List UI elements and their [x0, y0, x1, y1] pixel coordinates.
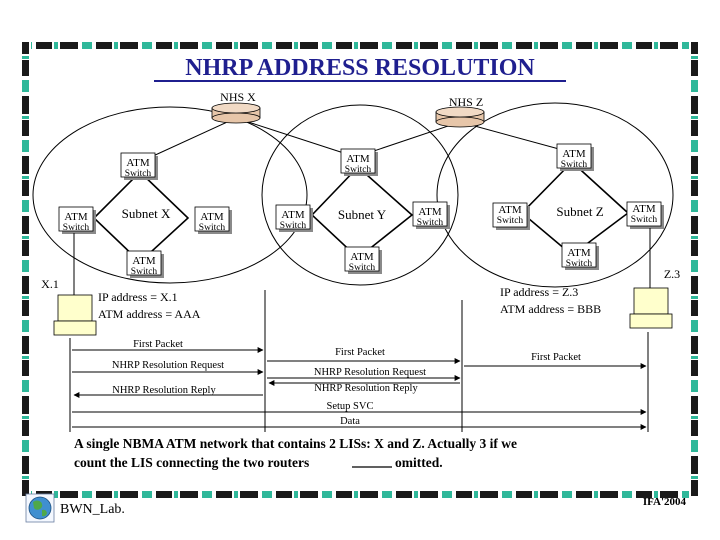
switch-label-line1: ATM [632, 203, 655, 215]
host-z3-icon [629, 287, 673, 329]
switch-label-line1: ATM [132, 255, 155, 267]
atm-switch-x-left: ATM Switch [58, 206, 96, 234]
switch-label-line1: ATM [64, 211, 87, 223]
atm-switch-x-right: ATM Switch [194, 206, 232, 234]
link-nhsx-switchy [235, 117, 357, 158]
switch-label-line2: Switch [417, 218, 444, 228]
atm-switch-z-top: ATM Switch [556, 143, 594, 171]
switch-label-line1: ATM [498, 204, 521, 216]
atm-switch-y-bottom: ATM Switch [344, 246, 382, 274]
subnet-z-circle [436, 102, 674, 288]
switch-label-line1: ATM [126, 157, 149, 169]
switch-label-line1: ATM [346, 153, 369, 165]
atm-switch-y-top: ATM Switch [340, 148, 378, 176]
title-underline [154, 80, 566, 82]
switch-label-line1: ATM [562, 148, 585, 160]
msg-data: Data [340, 416, 360, 427]
msg-first-packet-3: First Packet [531, 352, 581, 363]
switch-label-line2: Switch [561, 160, 588, 170]
page-title: NHRP ADDRESS RESOLUTION [185, 55, 535, 81]
msg-nhrp-reply-2: NHRP Resolution Reply [314, 383, 418, 394]
switch-label-line2: Switch [349, 263, 376, 273]
switch-label-line1: ATM [567, 247, 590, 259]
switch-label-line2: Switch [345, 165, 372, 175]
switch-label-line2: Switch [131, 267, 158, 277]
switch-label-line2: Switch [63, 223, 90, 233]
atm-switch-x-bottom: ATM Switch [126, 250, 164, 278]
host-z3-name: Z.3 [664, 267, 680, 281]
atm-switch-z-right: ATM Switch [626, 201, 664, 229]
atm-switch-z-bottom: ATM Switch [561, 242, 599, 270]
router-nhs-x-icon [211, 102, 261, 124]
host-z3-atm: ATM address = BBB [500, 302, 601, 316]
msg-nhrp-reply-1: NHRP Resolution Reply [112, 385, 216, 396]
switch-label-line2: Switch [125, 169, 152, 179]
subnet-x-label: Subnet X [122, 206, 171, 221]
link-nhsx-switch [139, 117, 237, 163]
footer-year: IFA'2004 [643, 496, 687, 508]
caption-line2-end: omitted. [395, 455, 443, 470]
host-x1-atm: ATM address = AAA [98, 307, 201, 321]
msg-first-packet-2: First Packet [335, 347, 385, 358]
host-x1-ip: IP address = X.1 [98, 290, 178, 304]
subnet-y-label: Subnet Y [338, 207, 387, 222]
atm-switch-y-right: ATM Switch [412, 201, 450, 229]
subnet-y-circle [261, 104, 459, 286]
switch-label-line1: ATM [281, 209, 304, 221]
subnet-x-circle [32, 106, 308, 284]
msg-first-packet-1: First Packet [133, 339, 183, 350]
host-z3-ip: IP address = Z.3 [500, 285, 578, 299]
switch-label-line2: Switch [280, 221, 307, 231]
link-nhsz-switch [459, 121, 571, 153]
slide-border [22, 42, 698, 498]
switch-label-line2: Switch [497, 216, 524, 226]
switch-label-line1: ATM [350, 251, 373, 263]
msg-nhrp-request-1: NHRP Resolution Request [112, 360, 224, 371]
host-x1-name: X.1 [41, 277, 59, 291]
footer-lab-name: BWN_Lab. [60, 502, 125, 517]
switch-label-line1: ATM [200, 211, 223, 223]
caption-line1: A single NBMA ATM network that contains … [74, 436, 517, 451]
router-nhs-z-label: NHS Z [449, 95, 483, 109]
host-x1-icon [53, 294, 97, 336]
msg-setup-svc: Setup SVC [327, 401, 374, 412]
msg-nhrp-request-2: NHRP Resolution Request [314, 367, 426, 378]
router-nhs-x-label: NHS X [220, 90, 256, 104]
atm-switch-z-left: ATM Switch [492, 202, 530, 230]
atm-switch-y-left: ATM Switch [275, 204, 313, 232]
switch-label-line2: Switch [631, 215, 658, 225]
switch-label-line2: Switch [199, 223, 226, 233]
switch-label-line1: ATM [418, 206, 441, 218]
subnet-z-label: Subnet Z [556, 204, 603, 219]
globe-logo-icon [25, 493, 55, 523]
router-nhs-z-icon [435, 106, 485, 128]
atm-switch-x-top: ATM Switch [120, 152, 158, 180]
caption-line2-start: count the LIS connecting the two routers [74, 455, 309, 470]
switch-label-line2: Switch [566, 259, 593, 269]
